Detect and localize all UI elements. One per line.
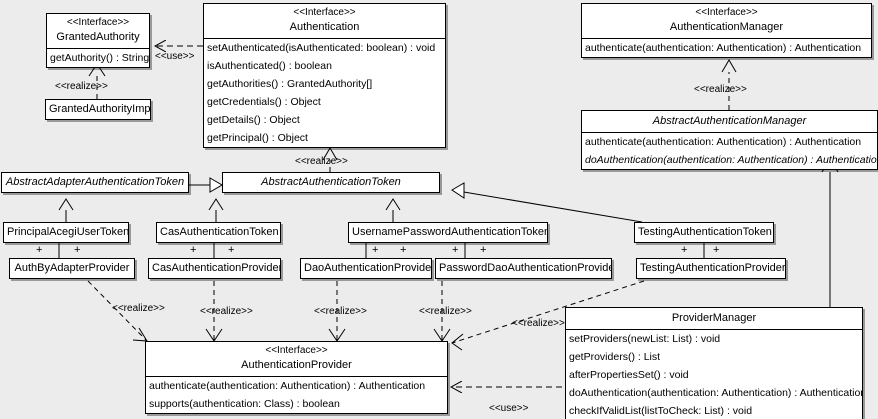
- class-name: PasswordDaoAuthenticationProvider: [439, 262, 612, 274]
- operations-compartment: authenticate(authentication: Authenticat…: [146, 377, 447, 413]
- class-name: AbstractAdapterAuthenticationToken: [5, 176, 185, 188]
- class-name: AuthByAdapterProvider: [14, 262, 130, 274]
- multiplicity-plus: +: [36, 244, 43, 256]
- class-name: CasAuthenticationToken: [160, 226, 279, 238]
- stereotype-label: <<Interface>>: [695, 7, 758, 18]
- class-cas-authentication-token[interactable]: CasAuthenticationToken: [156, 222, 281, 243]
- multiplicity-plus: +: [713, 244, 720, 256]
- class-granted-authority-impl[interactable]: GrantedAuthorityImpl: [45, 99, 151, 120]
- label-realize-authbyadapter: <<realize>>: [112, 303, 165, 314]
- class-name: GrantedAuthority: [56, 31, 140, 43]
- stereotype-label: <<Interface>>: [66, 17, 130, 28]
- label-realize-testing: <<realize>>: [512, 318, 565, 329]
- stereotype-label: <<Interface>>: [293, 7, 356, 18]
- operations-compartment: setAuthenticated(isAuthenticated: boolea…: [204, 39, 445, 147]
- class-name: PrincipalAcegiUserToken: [7, 226, 129, 238]
- operation: isAuthenticated() : boolean: [207, 60, 332, 72]
- operation: getPrincipal() : Object: [207, 132, 308, 144]
- class-header: <<Interface>> Authentication: [204, 4, 445, 38]
- class-name: CasAuthenticationProvider: [152, 262, 281, 274]
- multiplicity-plus: +: [74, 244, 81, 256]
- compartment-divider: [47, 48, 149, 49]
- class-password-dao-authentication-provider[interactable]: PasswordDaoAuthenticationProvider: [435, 258, 612, 279]
- class-abstract-adapter-authentication-token[interactable]: AbstractAdapterAuthenticationToken: [1, 172, 189, 193]
- operation: getDetails() : Object: [207, 114, 300, 126]
- label-realize-passworddao: <<realize>>: [419, 306, 472, 317]
- multiplicity-plus: +: [228, 244, 235, 256]
- class-name: ProviderManager: [671, 312, 757, 324]
- class-testing-authentication-provider[interactable]: TestingAuthenticationProvider: [636, 258, 786, 279]
- operation: afterPropertiesSet() : void: [569, 369, 689, 381]
- operation: supports(authentication: Class) : boolea…: [149, 398, 340, 410]
- class-principal-acegi-user-token[interactable]: PrincipalAcegiUserToken: [3, 222, 129, 243]
- compartment-divider: [204, 38, 445, 39]
- class-header: <<Interface>> GrantedAuthority: [47, 14, 149, 48]
- class-name: UsernamePasswordAuthenticationToken: [352, 226, 548, 238]
- compartment-divider: [582, 38, 871, 39]
- operations-compartment: authenticate(authentication: Authenticat…: [582, 133, 877, 169]
- label-realize-abstractauthenticationtoken: <<realize>>: [295, 156, 348, 167]
- class-abstract-authentication-token[interactable]: AbstractAuthenticationToken: [222, 172, 440, 193]
- operations-compartment: getAuthority() : String: [47, 49, 149, 67]
- class-authentication-manager[interactable]: <<Interface>> AuthenticationManager auth…: [581, 3, 872, 58]
- operation: setProviders(newList: List) : void: [569, 333, 721, 345]
- multiplicity-plus: +: [681, 244, 688, 256]
- compartment-divider: [566, 329, 862, 330]
- class-name: AbstractAuthenticationManager: [652, 115, 807, 127]
- operation: getProviders() : List: [569, 351, 661, 363]
- label-realize-dao: <<realize>>: [314, 306, 367, 317]
- label-use-authentication-grantedauthority: <<use>>: [155, 51, 195, 62]
- class-abstract-authentication-manager[interactable]: AbstractAuthenticationManager authentica…: [581, 110, 878, 170]
- class-name: Authentication: [289, 21, 360, 33]
- label-realize-abstractauthenticationmanager: <<realize>>: [694, 84, 747, 95]
- multiplicity-plus: +: [190, 244, 197, 256]
- compartment-divider: [582, 132, 877, 133]
- operation: doAuthentication(authentication: Authent…: [569, 387, 863, 399]
- operation: authenticate(authentication: Authenticat…: [585, 136, 862, 148]
- compartment-divider: [146, 376, 447, 377]
- class-header: <<Interface>> AuthenticationManager: [582, 4, 871, 38]
- class-auth-by-adapter-provider[interactable]: AuthByAdapterProvider: [9, 258, 135, 279]
- stereotype-label: <<Interface>>: [265, 345, 328, 356]
- class-provider-manager[interactable]: ProviderManager setProviders(newList: Li…: [565, 307, 863, 419]
- label-realize-grantedauthorityimpl: <<realize>>: [55, 81, 108, 92]
- operation: setAuthenticated(isAuthenticated: boolea…: [207, 42, 436, 54]
- class-name: TestingAuthenticationProvider: [640, 262, 786, 274]
- multiplicity-plus: +: [400, 244, 407, 256]
- operation: getAuthorities() : GrantedAuthority[]: [207, 78, 373, 90]
- operations-compartment: setProviders(newList: List) : void getPr…: [566, 330, 862, 419]
- class-authentication[interactable]: <<Interface>> Authentication setAuthenti…: [203, 3, 446, 148]
- class-granted-authority[interactable]: <<Interface>> GrantedAuthority getAuthor…: [46, 13, 150, 68]
- class-name: AuthenticationManager: [669, 21, 784, 33]
- label-realize-cas: <<realize>>: [200, 306, 253, 317]
- multiplicity-plus: +: [480, 244, 487, 256]
- class-name: GrantedAuthorityImpl: [49, 103, 151, 115]
- class-name: AuthenticationProvider: [241, 359, 352, 371]
- operation: getCredentials() : Object: [207, 96, 321, 108]
- multiplicity-plus: +: [372, 244, 379, 256]
- multiplicity-plus: +: [452, 244, 459, 256]
- class-authentication-provider[interactable]: <<Interface>> AuthenticationProvider aut…: [145, 341, 448, 414]
- class-name: DaoAuthenticationProvider: [304, 262, 432, 274]
- operation: getAuthority() : String: [50, 52, 150, 64]
- operation: authenticate(authentication: Authenticat…: [149, 380, 426, 392]
- class-header: ProviderManager: [566, 308, 862, 329]
- class-username-password-authentication-token[interactable]: UsernamePasswordAuthenticationToken: [348, 222, 548, 243]
- operations-compartment: authenticate(authentication: Authenticat…: [582, 39, 871, 57]
- operation: authenticate(authentication: Authenticat…: [585, 42, 862, 54]
- class-testing-authentication-token[interactable]: TestingAuthenticationToken: [634, 222, 774, 243]
- label-use-providermanager-authenticationprovider: <<use>>: [489, 403, 529, 414]
- class-cas-authentication-provider[interactable]: CasAuthenticationProvider: [148, 258, 281, 279]
- class-header: AbstractAuthenticationManager: [582, 111, 877, 132]
- operation: checkIfValidList(listToCheck: List) : vo…: [569, 405, 753, 417]
- class-dao-authentication-provider[interactable]: DaoAuthenticationProvider: [300, 258, 432, 279]
- class-name: AbstractAuthenticationToken: [261, 176, 401, 188]
- class-name: TestingAuthenticationToken: [638, 226, 772, 238]
- operation: doAuthentication(authentication: Authent…: [585, 154, 878, 166]
- class-header: <<Interface>> AuthenticationProvider: [146, 342, 447, 376]
